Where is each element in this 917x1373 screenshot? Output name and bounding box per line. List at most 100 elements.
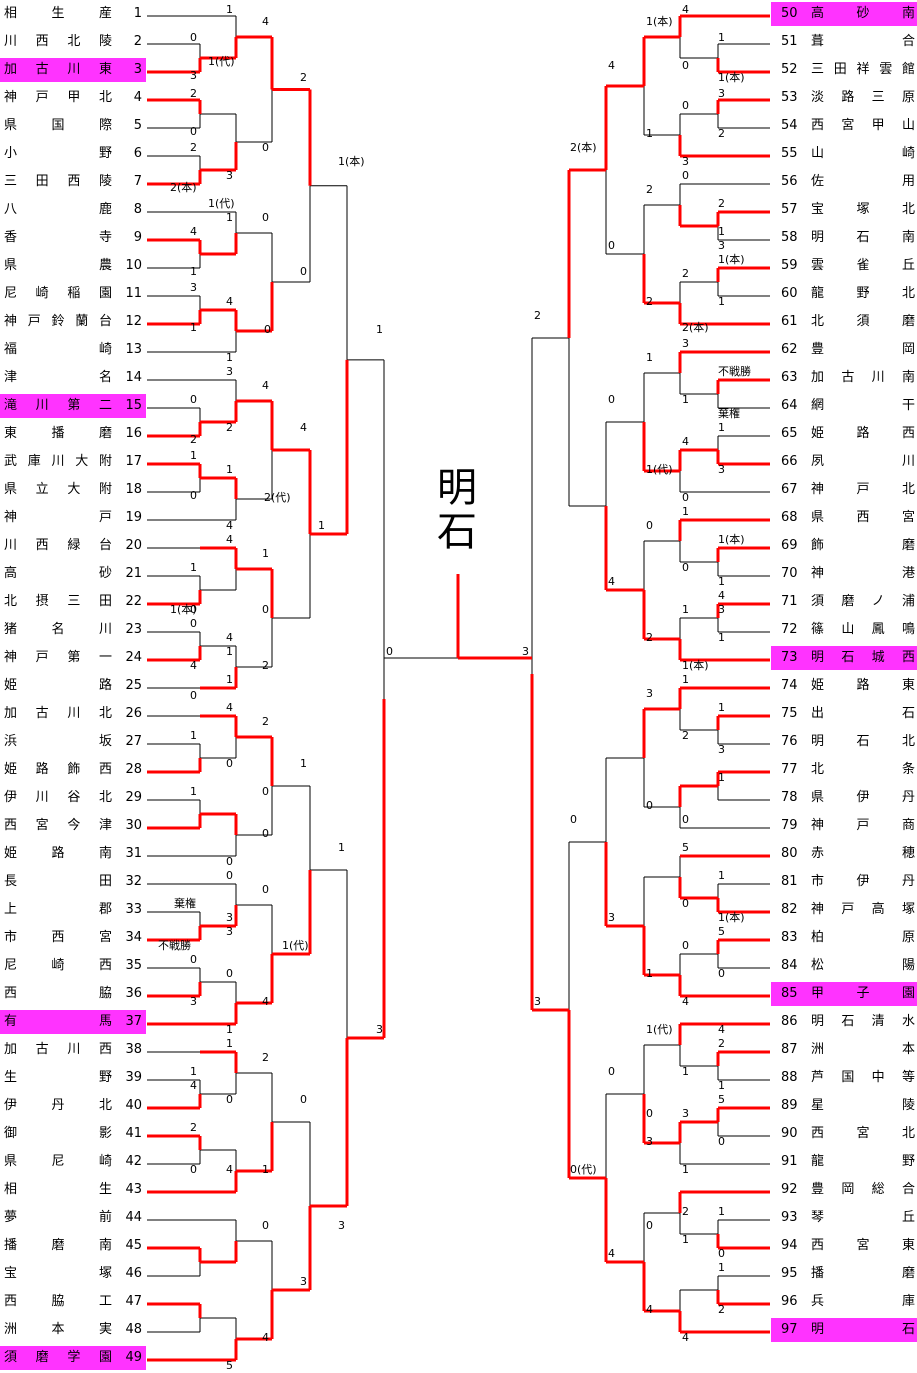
score-label: 4 bbox=[682, 3, 689, 16]
score-label: 2 bbox=[190, 433, 197, 446]
team-number: 27 bbox=[125, 734, 142, 749]
team-number: 56 bbox=[781, 174, 798, 189]
team-number: 50 bbox=[781, 6, 798, 21]
score-label: 1 bbox=[718, 869, 725, 882]
score-label: 3 bbox=[522, 645, 529, 658]
team-row: 須磨学園 49 bbox=[0, 1346, 146, 1370]
team-name: 市伊丹 bbox=[811, 874, 915, 889]
team-number: 49 bbox=[125, 1350, 142, 1365]
score-label: 1 bbox=[226, 351, 233, 364]
score-label: 3 bbox=[718, 463, 725, 476]
score-label: 3 bbox=[646, 687, 653, 700]
team-number: 61 bbox=[781, 314, 798, 329]
team-name: 神戸商 bbox=[811, 818, 915, 833]
team-name: 播磨 bbox=[811, 1266, 915, 1281]
score-label: 3 bbox=[190, 995, 197, 1008]
score-label: 0 bbox=[718, 1247, 725, 1260]
team-name: 県西宮 bbox=[811, 510, 915, 525]
team-name: 相生 bbox=[4, 1182, 112, 1197]
team-number: 63 bbox=[781, 370, 798, 385]
team-number: 4 bbox=[133, 90, 142, 105]
score-label: 0 bbox=[190, 1163, 197, 1176]
team-number: 82 bbox=[781, 902, 798, 917]
team-name: 赤穂 bbox=[811, 846, 915, 861]
team-number: 31 bbox=[125, 846, 142, 861]
score-label: 1 bbox=[682, 603, 689, 616]
team-name: 加古川北 bbox=[4, 706, 112, 721]
team-name: 川西緑台 bbox=[4, 538, 112, 553]
score-label: 1 bbox=[226, 645, 233, 658]
team-number: 80 bbox=[781, 846, 798, 861]
score-label: 3 bbox=[534, 995, 541, 1008]
team-name: 洲本 bbox=[811, 1042, 915, 1057]
team-number: 40 bbox=[125, 1098, 142, 1113]
score-label: 1 bbox=[226, 1023, 233, 1036]
team-number: 76 bbox=[781, 734, 798, 749]
score-label: 0 bbox=[300, 1093, 307, 1106]
team-number: 58 bbox=[781, 230, 798, 245]
team-number: 69 bbox=[781, 538, 798, 553]
team-number: 52 bbox=[781, 62, 798, 77]
team-name: 須磨学園 bbox=[4, 1350, 112, 1365]
team-name: 神戸鈴蘭台 bbox=[4, 314, 112, 329]
score-label: 0 bbox=[646, 519, 653, 532]
score-label: 3 bbox=[718, 239, 725, 252]
team-name: 相生産 bbox=[4, 6, 112, 21]
score-label: 2 bbox=[646, 295, 653, 308]
score-label: 5 bbox=[718, 1093, 725, 1106]
score-label: 2(本) bbox=[570, 141, 597, 154]
team-number: 86 bbox=[781, 1014, 798, 1029]
score-label: 1 bbox=[718, 771, 725, 784]
team-number: 85 bbox=[781, 986, 798, 1001]
score-label: 0 bbox=[262, 1219, 269, 1232]
score-label: 4 bbox=[608, 1247, 615, 1260]
score-label: 1(本) bbox=[718, 533, 745, 546]
score-label: 3 bbox=[226, 365, 233, 378]
team-name: 神戸第一 bbox=[4, 650, 112, 665]
team-number: 93 bbox=[781, 1210, 798, 1225]
score-label: 1(代) bbox=[282, 939, 309, 952]
team-name: 尼崎稲園 bbox=[4, 286, 112, 301]
score-label: 1 bbox=[190, 321, 197, 334]
score-label: 1 bbox=[682, 393, 689, 406]
score-label: 2 bbox=[226, 421, 233, 434]
team-number: 57 bbox=[781, 202, 798, 217]
score-label: 1(代) bbox=[208, 197, 235, 210]
score-label: 1(本) bbox=[646, 15, 673, 28]
score-label: 3 bbox=[646, 1135, 653, 1148]
team-name: 市西宮 bbox=[4, 930, 112, 945]
team-number: 91 bbox=[781, 1154, 798, 1169]
team-number: 75 bbox=[781, 706, 798, 721]
team-number: 74 bbox=[781, 678, 798, 693]
score-label: 0 bbox=[190, 393, 197, 406]
score-label: 1(代) bbox=[646, 463, 673, 476]
score-label: 1(代) bbox=[646, 1023, 673, 1036]
team-number: 37 bbox=[125, 1014, 142, 1029]
score-label: 4 bbox=[226, 295, 233, 308]
score-label: 0 bbox=[608, 393, 615, 406]
score-label: 2 bbox=[262, 1051, 269, 1064]
team-name: 明石北 bbox=[811, 734, 915, 749]
